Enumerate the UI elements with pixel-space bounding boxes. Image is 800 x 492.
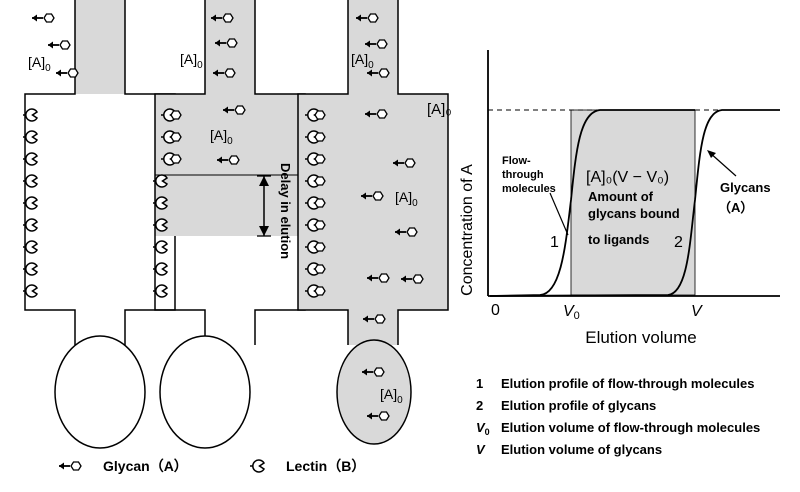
collection-flask-3 [336,339,412,445]
glycan-legend-label: Glycan（A） [103,458,188,474]
right-legend: 1 Elution profile of flow-through molecu… [476,376,760,457]
legend-key: 1 [476,376,483,391]
lectin-legend-label: Lectin（B） [286,458,365,474]
flow-label-line: Flow- [502,155,531,167]
legend-text: Elution profile of flow-through molecule… [501,376,755,391]
legend-text: Elution volume of glycans [501,442,662,457]
v-tick: V [691,303,703,320]
legend-key: V0 [476,420,490,437]
curve-2-number: 2 [674,234,683,251]
area-label-line: to ligands [588,232,649,247]
x-axis-label: Elution volume [585,328,697,347]
a0-label: [A]0 [395,189,418,209]
a0-label: [A]0 [28,54,51,74]
legend-text: Elution profile of glycans [501,398,656,413]
delay-arrowhead-down [259,226,269,236]
collection-flask-2 [159,335,251,449]
glycan-icon [55,68,79,78]
glycans-pointer [708,151,737,177]
glycan-icon [31,13,55,23]
inlet-sample-1 [75,0,125,94]
lectin-icon [249,459,265,473]
legend-key: 2 [476,398,483,413]
a0-label: [A]0 [380,386,403,406]
legend-text: Elution volume of flow-through molecules [501,420,760,435]
a0-label: [A]0 [180,51,203,71]
glycan-icon [47,40,71,50]
y-axis-label: Concentration of A [459,164,476,296]
column-3: [A]0 [A]0 [A]0 [297,0,449,445]
bottom-legend: Glycan（A） Lectin（B） [58,458,365,474]
glycans-label-sub: （A） [718,200,753,215]
bound-lectin-row [305,109,325,297]
glycan-icon [58,461,82,471]
curve-2 [489,109,780,297]
area-label-line: glycans bound [588,206,680,221]
curve-1-number: 1 [550,234,559,251]
flow-label-line: through [502,169,544,181]
a0-label: [A]0 [351,51,374,71]
collection-flask-1 [54,335,146,449]
column-wall-left [297,0,349,345]
y-tick-a0: [A]₀ [427,101,452,118]
flow-label-line: molecules [502,183,556,195]
delay-in-elution-label: Delay in elution [278,163,293,259]
glycans-pointer-head [707,150,716,158]
glycans-label: Glycans [720,180,771,195]
column-wall-right [397,0,449,345]
column-wall-left [154,0,206,345]
area-formula: [A]₀(V − V₀) [586,169,669,186]
area-label-line: Amount of [588,189,654,204]
curve-1 [489,109,695,297]
elution-chart: [A]₀ Concentration of A 0 V0 V Elution v… [427,50,780,347]
legend-key: V [476,442,486,457]
flow-pointer [549,192,569,236]
column-wall-left [24,0,76,345]
lectin-row [22,108,38,298]
a0-label: [A]0 [210,127,233,147]
column-2: [A]0 [A]0 Delay in elution [152,0,306,449]
origin-label: 0 [491,302,500,319]
column-1: [A]0 [22,0,176,449]
v0-tick: V0 [563,303,580,322]
delay-arrowhead-up [259,176,269,186]
